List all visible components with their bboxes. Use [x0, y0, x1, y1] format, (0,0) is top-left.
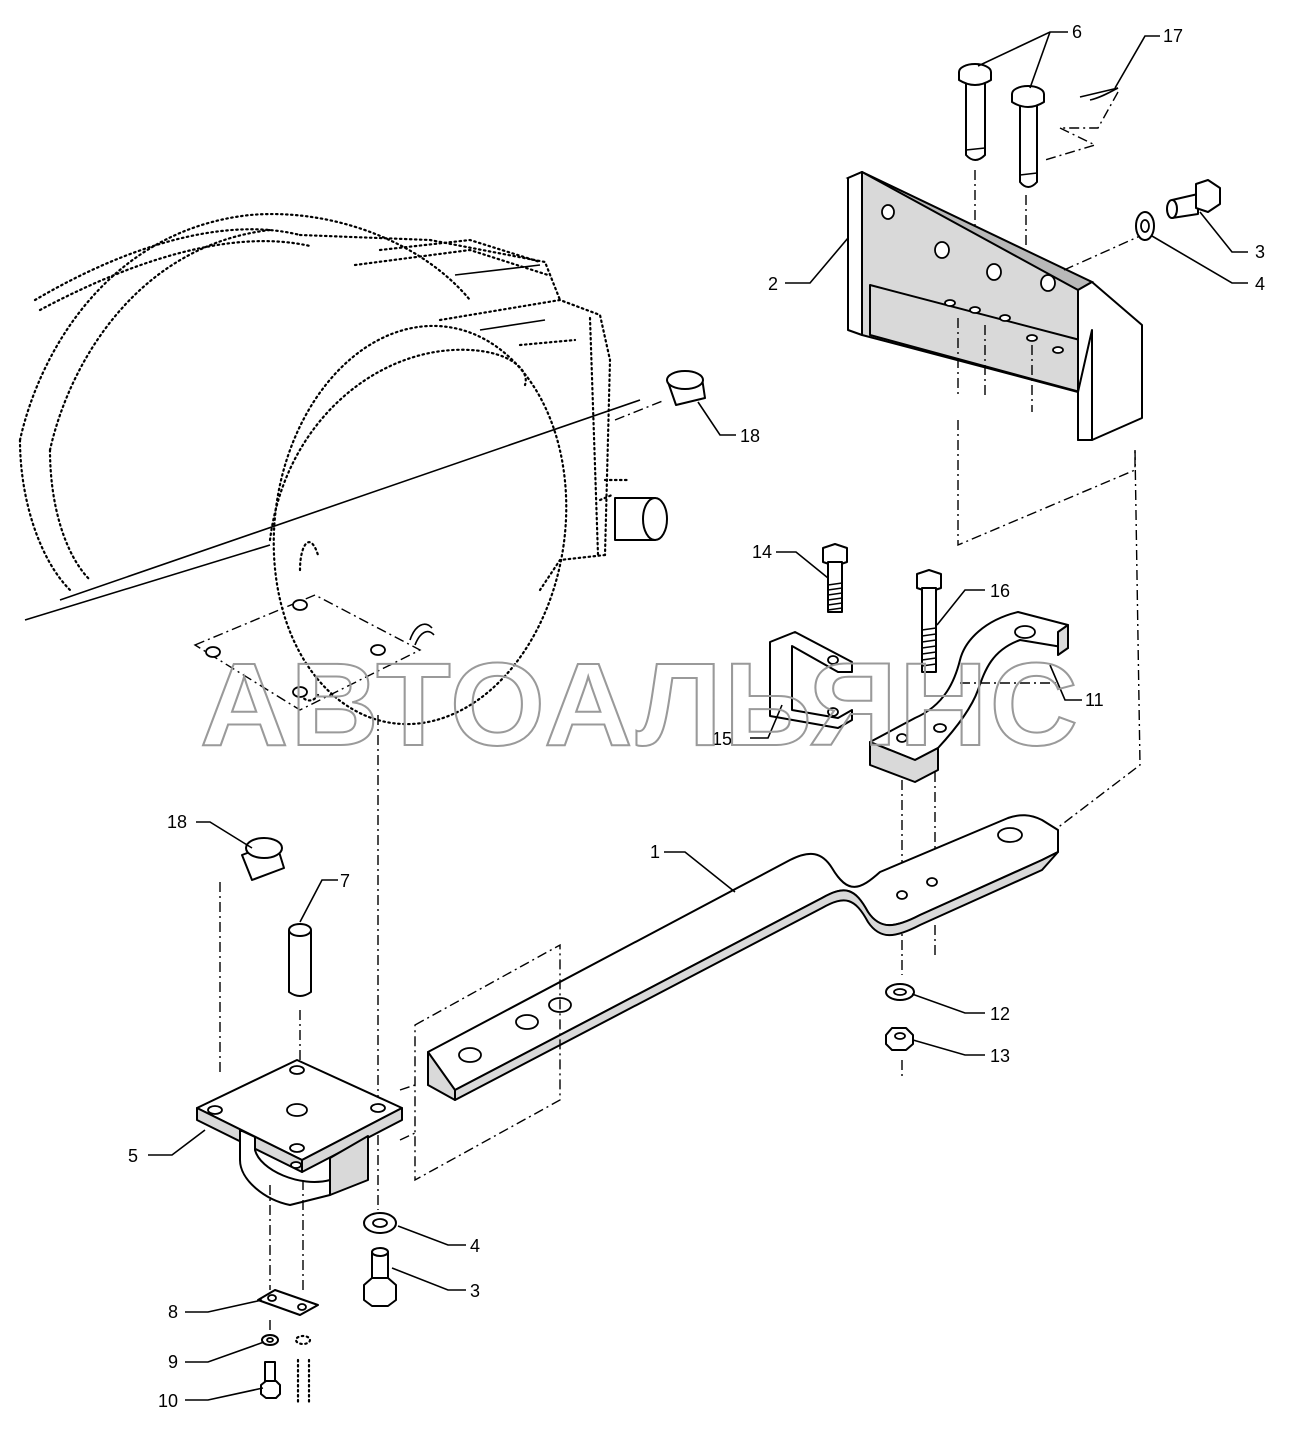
housing-line-a — [24, 544, 271, 621]
callout-4-lower: 4 — [470, 1236, 480, 1256]
callout-18-lower: 18 — [167, 812, 187, 832]
drawbar-1-guide-link-2 — [399, 1132, 416, 1141]
leader-6b — [1029, 31, 1051, 89]
leader-17 — [1114, 35, 1160, 89]
pin-6-right — [1011, 85, 1045, 188]
callout-8: 8 — [168, 1302, 178, 1322]
bolt-10 — [260, 1361, 281, 1399]
plug-18-lower — [241, 837, 285, 881]
linch-pin-17 — [1044, 87, 1119, 161]
bolt-14 — [822, 543, 848, 613]
callout-7: 7 — [340, 871, 350, 891]
drawbar-1-guide-box — [414, 943, 561, 1182]
watermark-text: АВТОАЛЬЯНС — [200, 639, 1080, 771]
pin-6-left — [958, 63, 992, 161]
housing-mounting-pad — [193, 594, 435, 711]
callout-5: 5 — [128, 1146, 138, 1166]
leader-18-upper — [697, 401, 736, 436]
callout-3-upper: 3 — [1255, 242, 1265, 262]
leader-18-lower — [196, 821, 253, 849]
leader-1 — [664, 851, 736, 893]
callout-15: 15 — [712, 729, 732, 749]
callout-1: 1 — [650, 842, 660, 862]
callout-9: 9 — [168, 1352, 178, 1372]
callout-13: 13 — [990, 1046, 1010, 1066]
strap-plate-8 — [257, 1289, 319, 1316]
bracket-guide-a — [957, 420, 1136, 547]
leader-2 — [785, 237, 849, 284]
drawbar-11 — [869, 611, 1069, 783]
drawbar-1 — [427, 814, 1059, 1101]
leader-5 — [148, 1129, 206, 1156]
leader-3-lower — [391, 1267, 466, 1291]
plug-18-upper — [614, 370, 706, 421]
callout-12: 12 — [990, 1004, 1010, 1024]
housing-line-d — [479, 319, 546, 331]
callout-11: 11 — [1085, 690, 1104, 710]
callout-16: 16 — [990, 581, 1010, 601]
leader-8 — [185, 1299, 263, 1313]
callout-18-upper: 18 — [740, 426, 760, 446]
nut-13 — [885, 1027, 914, 1051]
callout-10: 10 — [158, 1391, 178, 1411]
leader-13 — [912, 1039, 985, 1056]
washer-9 — [261, 1334, 279, 1346]
callout-3-lower: 3 — [470, 1281, 480, 1301]
leader-10 — [185, 1387, 264, 1401]
leader-9 — [185, 1341, 265, 1363]
leader-14 — [776, 551, 829, 579]
leader-12 — [911, 993, 985, 1014]
callout-6: 6 — [1072, 22, 1082, 42]
housing-line-b — [59, 399, 641, 601]
leader-16 — [936, 589, 985, 626]
callout-2: 2 — [768, 274, 778, 294]
washer-12 — [885, 983, 915, 1001]
washer-4-upper — [1135, 211, 1155, 241]
u-strap-15 — [769, 631, 853, 729]
bolt-3-lower — [363, 1247, 397, 1307]
mounting-plate-5 — [196, 1059, 403, 1206]
drawbar-1-guide-link — [399, 1084, 416, 1091]
bracket-2 — [845, 170, 1143, 441]
callout-14: 14 — [752, 542, 772, 562]
washer-9-second — [294, 1334, 312, 1407]
leader-15 — [750, 704, 783, 739]
leader-4-lower — [397, 1225, 466, 1246]
callout-17: 17 — [1163, 26, 1183, 46]
bracket-bolt-axis — [1063, 235, 1141, 271]
housing-line-c — [454, 264, 541, 276]
bolt-16 — [916, 569, 942, 673]
leader-3-upper — [1199, 211, 1248, 253]
callout-4-upper: 4 — [1255, 274, 1265, 294]
housing-stub-shaft — [614, 497, 668, 541]
leader-11 — [1049, 664, 1082, 701]
leader-6a — [977, 31, 1068, 67]
leader-4-upper — [1151, 235, 1248, 284]
washer-4-lower — [363, 1212, 397, 1234]
dowel-pin-7 — [288, 923, 312, 997]
bracket-guide-b — [1051, 449, 1141, 833]
leader-7 — [299, 879, 338, 923]
bolt-3-upper — [1166, 179, 1221, 219]
